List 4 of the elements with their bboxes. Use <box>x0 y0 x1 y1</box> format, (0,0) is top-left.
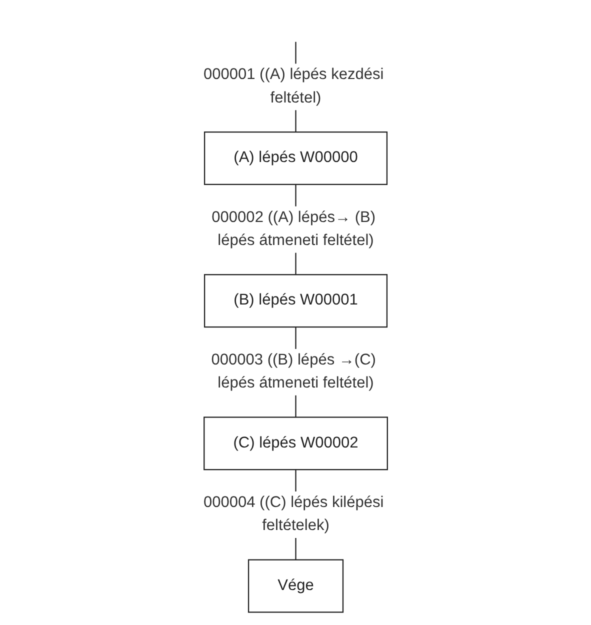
step-box: (C) lépés W00002 <box>203 416 388 470</box>
step-box: Vége <box>248 559 344 613</box>
step-box: (B) lépés W00001 <box>204 274 388 328</box>
step-box: (A) lépés W00000 <box>204 132 388 186</box>
